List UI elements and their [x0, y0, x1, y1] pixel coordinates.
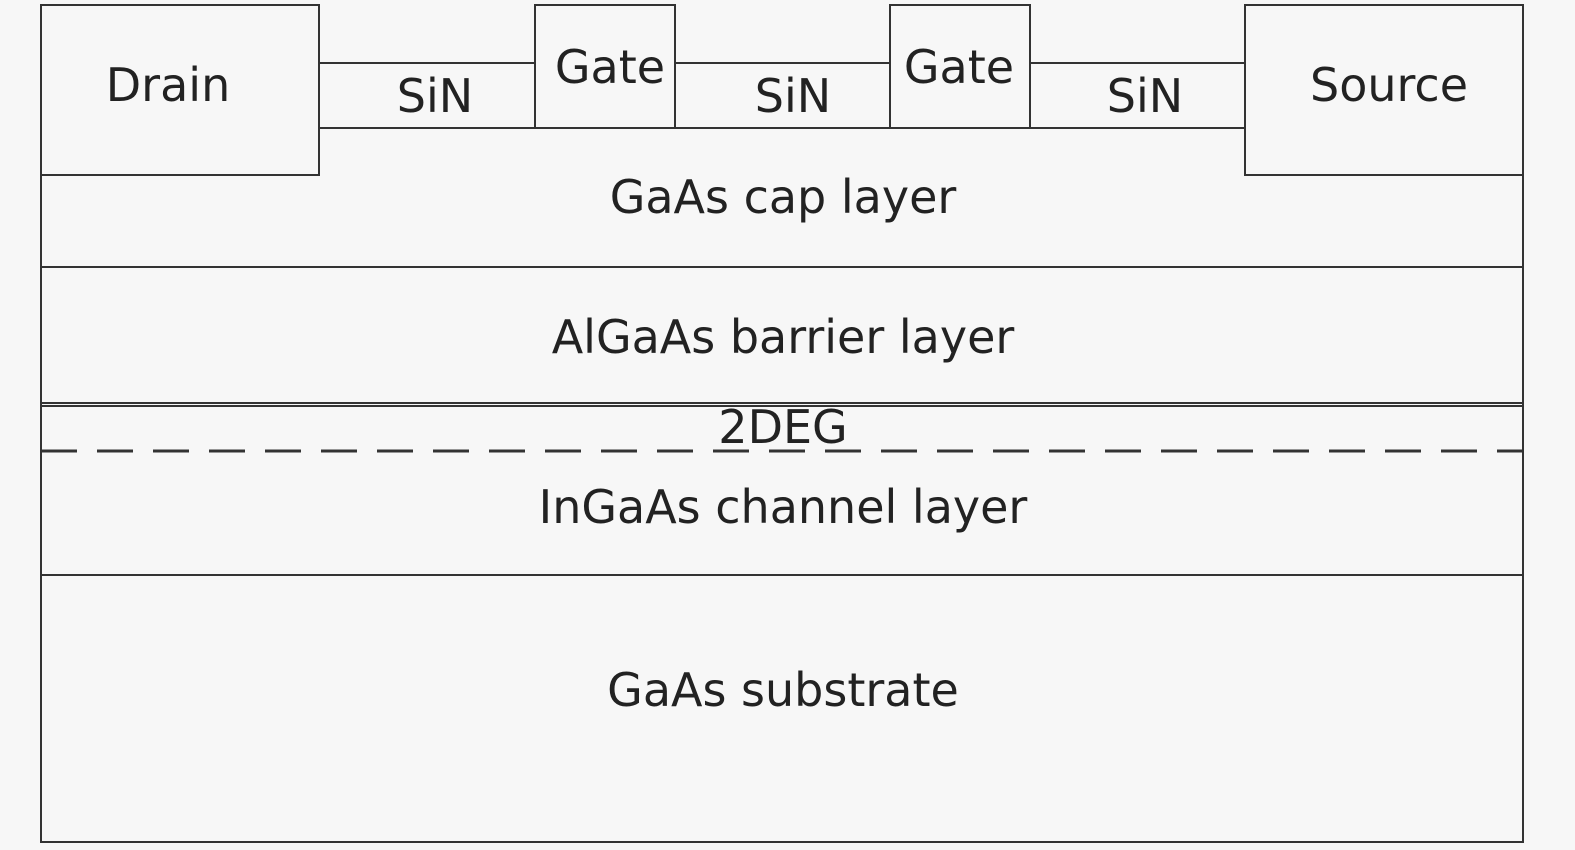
sin-1-label: SiN [397, 69, 473, 123]
channel-layer-label: InGaAs channel layer [539, 480, 1028, 534]
gate-1-label: Gate [555, 40, 665, 94]
sin-3 [1029, 62, 1246, 129]
device-outline [40, 175, 1524, 843]
2deg-label: 2DEG [718, 400, 847, 454]
sin-2 [674, 62, 891, 129]
sin-2-label: SiN [755, 69, 831, 123]
sin-1 [318, 62, 536, 129]
barrier-layer-label: AlGaAs barrier layer [552, 310, 1015, 364]
drain-label: Drain [106, 58, 230, 112]
source-label: Source [1310, 58, 1468, 112]
cap-layer-label: GaAs cap layer [610, 170, 957, 224]
substrate-label: GaAs substrate [607, 663, 959, 717]
gate-2-label: Gate [904, 40, 1014, 94]
sin-3-label: SiN [1107, 69, 1183, 123]
